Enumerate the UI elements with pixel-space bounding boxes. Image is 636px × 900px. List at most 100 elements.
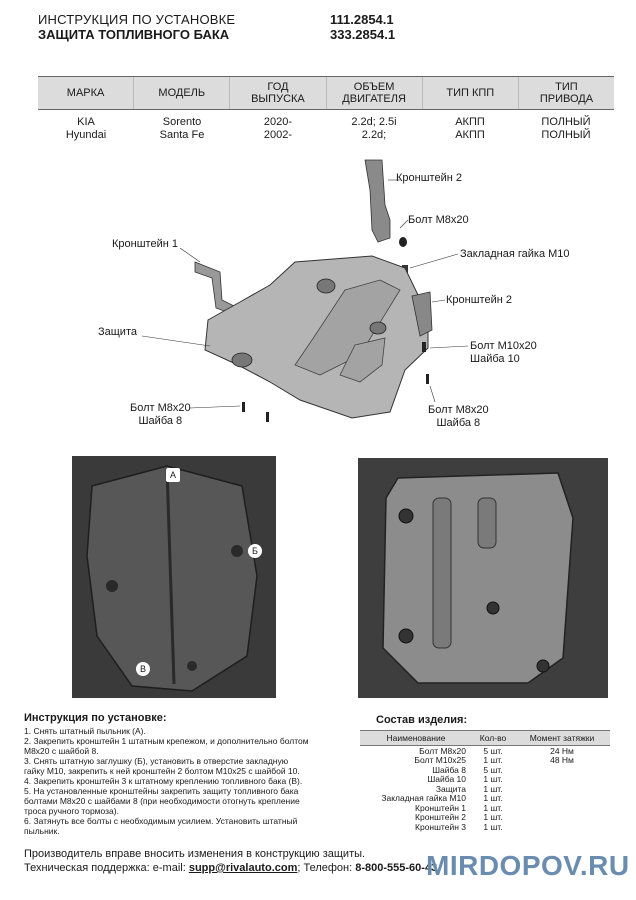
- product-code-1: 111.2854.1: [330, 12, 394, 27]
- header-year: ГОД ВЫПУСКА: [230, 77, 327, 109]
- bolt-m8-left-a-part: [242, 402, 245, 412]
- marker-v: В: [136, 662, 150, 676]
- part-name: Болт М8х20: [419, 745, 466, 756]
- leader-nut: [409, 253, 459, 269]
- parts-table: Наименование Кол-во Момент затяжки Болт …: [360, 730, 610, 832]
- instruction-line: пыльник.: [24, 826, 60, 836]
- part-name: Кронштейн 3: [415, 821, 466, 832]
- support-label: Техническая поддержка: e-mail:: [24, 862, 189, 874]
- document-subtitle: ЗАЩИТА ТОПЛИВНОГО БАКА: [38, 27, 230, 42]
- instructions-list: 1. Снять штатный пыльник (А). 2. Закрепи…: [24, 726, 344, 836]
- label-bracket-2-top: Кронштейн 2: [396, 172, 462, 184]
- parts-header-torque: Момент затяжки: [529, 733, 595, 743]
- leader-bolt-m10: [429, 345, 469, 349]
- leader-bolt-m8-top: [399, 219, 409, 229]
- bolt-m8-right-part: [426, 374, 429, 384]
- marker-a: А: [166, 468, 180, 482]
- part-name: Закладная гайка М10: [381, 793, 466, 804]
- part-qty: 1 шт.: [483, 755, 503, 766]
- header-engine: ОБЪЕМ ДВИГАТЕЛЯ: [327, 77, 423, 109]
- part-qty: 1 шт.: [483, 802, 503, 813]
- compatibility-table-header: МАРКА МОДЕЛЬ ГОД ВЫПУСКА ОБЪЕМ ДВИГАТЕЛЯ…: [38, 76, 614, 110]
- leader-bolt-m8-left: [189, 405, 241, 409]
- part-name: Шайба 8: [432, 764, 466, 775]
- marker-b: Б: [248, 544, 262, 558]
- header-drive: ТИП ПРИВОДА: [539, 81, 594, 105]
- instruction-line: гайку М10, закрепить к ней кронштейн 2 б…: [24, 766, 300, 776]
- phone-label: ; Телефон:: [297, 862, 356, 874]
- instruction-line: 1. Снять штатный пыльник (А).: [24, 726, 146, 736]
- table-row: Закладная гайка М10 1 шт.: [360, 793, 610, 804]
- part-qty: 1 шт.: [483, 793, 503, 804]
- compatibility-table-row: KIA Hyundai Sorento Santa Fe 2020- 2002-…: [38, 110, 614, 142]
- instructions-title: Инструкция по установке:: [24, 712, 167, 724]
- parts-title: Состав изделия:: [376, 714, 468, 726]
- leader-protection: [141, 335, 211, 347]
- parts-header-qty: Кол-во: [479, 733, 507, 743]
- mount-hole-2: [369, 321, 387, 335]
- footer-disclaimer: Производитель вправе вносить изменения в…: [24, 848, 366, 860]
- bracket-2-top-part: [364, 159, 391, 243]
- header-gearbox: ТИП КПП: [423, 77, 519, 109]
- mount-hole-3: [231, 352, 253, 368]
- part-name: Болт М10х25: [414, 755, 466, 766]
- parts-header-name: Наименование: [386, 733, 446, 743]
- cell-engine: 2.2d; 2.5i 2.2d;: [351, 116, 397, 141]
- photo-protection-installed: [358, 458, 608, 698]
- bolt-m10-part: [422, 342, 426, 352]
- header-brand: МАРКА: [38, 77, 135, 109]
- cell-gearbox: АКПП АКПП: [455, 116, 485, 141]
- instruction-line: 5. На установленные кронштейны закрепить…: [24, 786, 299, 796]
- instruction-line: болтами М8х20 с шайбами 8 (при необходим…: [24, 796, 300, 806]
- instruction-line: 3. Снять штатную заглушку (Б), установит…: [24, 756, 289, 766]
- label-insert-nut: Закладная гайка М10: [460, 248, 570, 260]
- label-protection: Защита: [98, 326, 137, 338]
- part-torque: 48 Нм: [550, 755, 574, 766]
- installed-plate-shape: [382, 472, 574, 684]
- label-bolt-m8-left: Болт М8х20 Шайба 8: [130, 402, 191, 427]
- compatibility-table: МАРКА МОДЕЛЬ ГОД ВЫПУСКА ОБЪЕМ ДВИГАТЕЛЯ…: [38, 76, 614, 142]
- support-email-link[interactable]: supp@rivalauto.com: [188, 862, 298, 874]
- product-code-2: 333.2854.1: [330, 27, 396, 42]
- part-qty: 1 шт.: [483, 812, 503, 823]
- label-bolt-m10: Болт М10х20 Шайба 10: [470, 340, 537, 365]
- installed-rib-2: [477, 497, 497, 549]
- installed-rib-1: [432, 497, 452, 649]
- photo-fuel-tank-before: А Б В: [72, 456, 276, 698]
- instruction-line: М8х20 с шайбой 8.: [24, 746, 99, 756]
- cell-drive: ПОЛНЫЙ ПОЛНЫЙ: [541, 116, 591, 141]
- part-qty: 5 шт.: [483, 764, 503, 775]
- instruction-line: 2. Закрепить кронштейн 1 штатным крепежо…: [24, 736, 309, 746]
- bolt-m8-top-part: [399, 237, 407, 247]
- leader-bolt-m8-right: [429, 385, 436, 403]
- instruction-line: 6. Затянуть все болты с необходимым усил…: [24, 816, 298, 826]
- cell-brand: KIA Hyundai: [65, 116, 107, 141]
- label-bolt-m8-right: Болт М8х20 Шайба 8: [428, 404, 489, 429]
- table-row: Кронштейн 2 1 шт.: [360, 812, 610, 823]
- label-bolt-m8-top: Болт М8х20: [408, 214, 469, 226]
- document-title: ИНСТРУКЦИЯ ПО УСТАНОВКЕ: [38, 12, 236, 27]
- instruction-line: 4. Закрепить кронштейн 3 к штатному креп…: [24, 776, 303, 786]
- exploded-assembly-diagram: Кронштейн 2 Болт М8х20 Кронштейн 1 Закла…: [60, 150, 620, 450]
- part-torque: 24 Нм: [550, 745, 574, 756]
- instruction-line: троса ручного тормоза).: [24, 806, 119, 816]
- assembly-drawing: [141, 159, 469, 422]
- part-name: Кронштейн 2: [415, 812, 466, 823]
- leader-bracket2-side: [431, 299, 446, 303]
- photo-installed-drawing: [358, 458, 608, 698]
- table-row: Болт М10х25 1 шт. 48 Нм: [360, 755, 610, 766]
- cell-year: 2020- 2002-: [263, 116, 293, 141]
- cell-model: Sorento Santa Fe: [159, 116, 205, 141]
- header-model: МОДЕЛЬ: [134, 77, 231, 109]
- label-bracket-2-side: Кронштейн 2: [446, 294, 512, 306]
- table-row: Шайба 8 5 шт.: [360, 765, 610, 775]
- label-bracket-1: Кронштейн 1: [112, 238, 178, 250]
- watermark: MIRDOPOV.RU: [426, 850, 630, 881]
- fuel-tank-seam: [165, 467, 176, 685]
- plate-rib-lower: [339, 337, 386, 383]
- support-phone: 8-800-555-60-43: [355, 862, 438, 874]
- part-name: Шайба 10: [427, 774, 466, 785]
